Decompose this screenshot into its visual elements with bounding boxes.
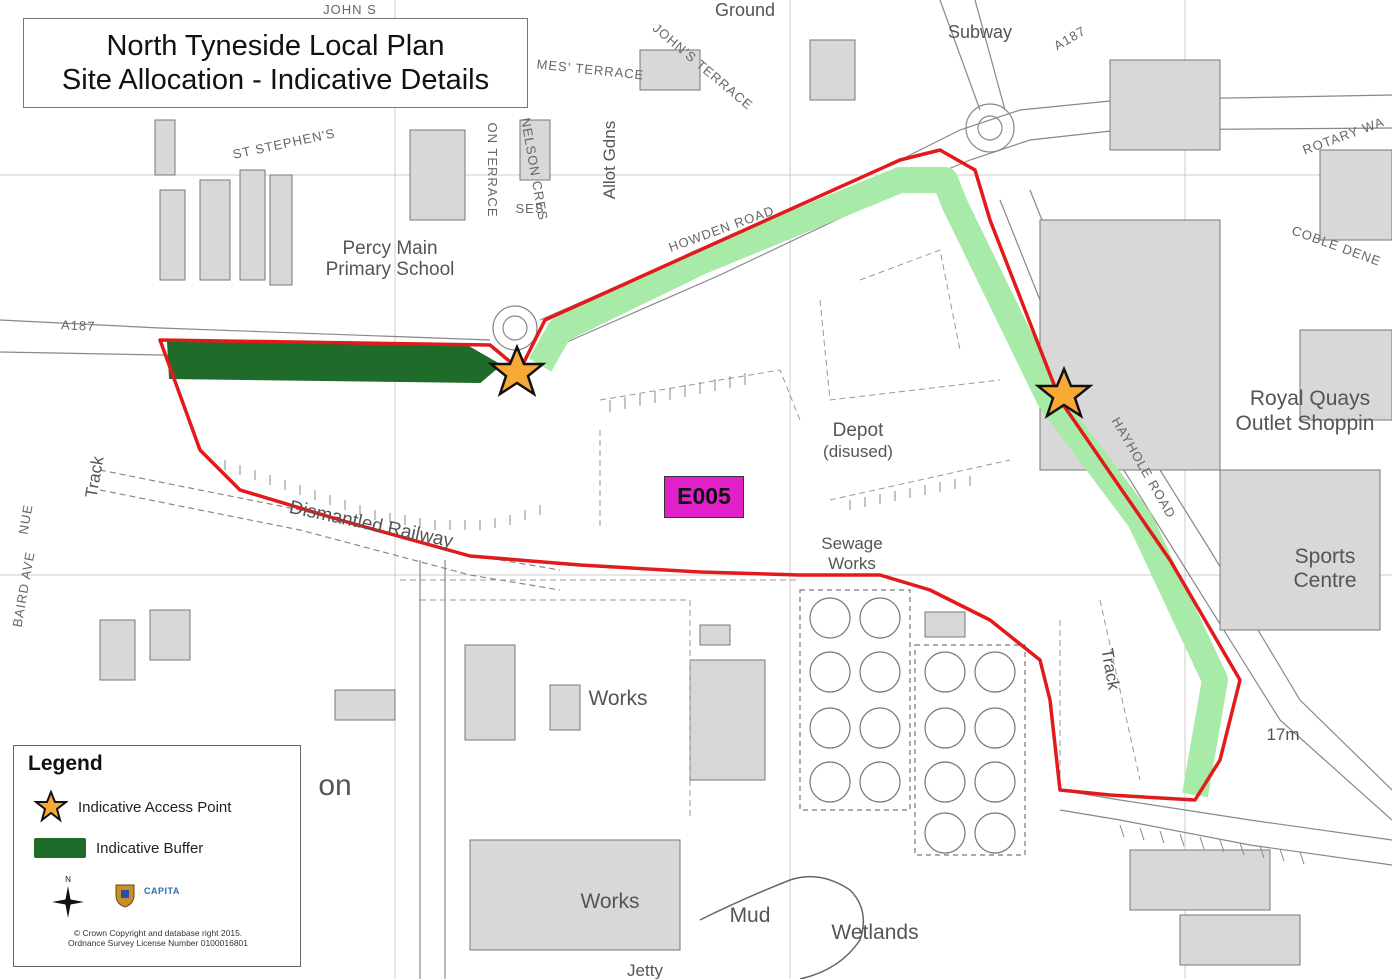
sewage-tanks [799, 589, 1026, 856]
legend-title: Legend [28, 752, 103, 775]
legend-access-label: Indicative Access Point [78, 798, 232, 816]
label-sports: Sports [1295, 545, 1356, 568]
road-a187-west: A187 [61, 317, 96, 334]
copyright-line-2: Ordnance Survey License Number 010001680… [67, 938, 249, 948]
north-letter: N [65, 875, 71, 884]
star-icon [1034, 365, 1094, 419]
site-code-badge[interactable]: E005 [664, 476, 744, 518]
north-arrow-icon: N [48, 874, 88, 920]
map-title-line-1: North Tyneside Local Plan [106, 30, 445, 62]
label-allot: Allot Gdns [600, 121, 619, 199]
label-mud: Mud [730, 904, 771, 927]
access-point-star-west[interactable] [487, 343, 547, 397]
label-school: Percy Main [342, 238, 437, 259]
embankments [224, 373, 1305, 865]
label-sports-2: Centre [1293, 569, 1356, 592]
legend-buffer-label: Indicative Buffer [96, 839, 204, 857]
buildings [99, 39, 1392, 966]
road-nue: NUE [16, 503, 36, 536]
label-wetlands: Wetlands [831, 921, 918, 944]
boundaries [400, 249, 1141, 820]
legend-buffer-swatch [34, 838, 86, 858]
label-jetty: Jetty [627, 961, 663, 979]
access-point-star-east[interactable] [1034, 365, 1094, 419]
label-ground: Ground [715, 0, 775, 20]
wetlands-shore [699, 875, 865, 979]
label-on-fragment: on [318, 769, 351, 802]
legend-panel: Legend Indicative Access Point Indicativ… [13, 745, 301, 967]
buffer-light [528, 167, 1228, 798]
label-sewage-2: Works [828, 554, 876, 573]
label-spot-height: 17m [1266, 725, 1299, 744]
label-royal-quays: Royal Quays [1250, 387, 1370, 410]
legend-row-buffer: Indicative Buffer [34, 838, 203, 858]
star-icon [487, 343, 547, 397]
copyright-line-1: © Crown Copyright and database right 201… [73, 928, 243, 938]
label-works-2: Works [580, 890, 639, 913]
buffer-dark [166, 340, 502, 384]
label-depot-2: (disused) [823, 442, 893, 461]
label-depot: Depot [833, 420, 884, 441]
site-boundary[interactable] [158, 148, 1242, 802]
road-john-s: JOHN S [323, 2, 377, 17]
label-school-2: Primary School [326, 259, 455, 280]
legend-copyright: © Crown Copyright and database right 201… [22, 928, 294, 948]
label-subway: Subway [948, 22, 1012, 42]
capita-logo: CAPITA [144, 886, 180, 896]
map-title-box: North Tyneside Local Plan Site Allocatio… [23, 18, 528, 108]
road-ses: SES [515, 201, 544, 216]
star-icon [34, 790, 68, 823]
map-title-line-2: Site Allocation - Indicative Details [61, 64, 490, 96]
legend-row-access: Indicative Access Point [34, 790, 231, 824]
label-sewage: Sewage [821, 534, 882, 553]
label-works-1: Works [588, 687, 647, 710]
label-royal-quays-2: Outlet Shoppin [1236, 412, 1375, 435]
crest-icon [114, 882, 136, 908]
road-on-terrace: ON TERRACE [485, 123, 500, 218]
